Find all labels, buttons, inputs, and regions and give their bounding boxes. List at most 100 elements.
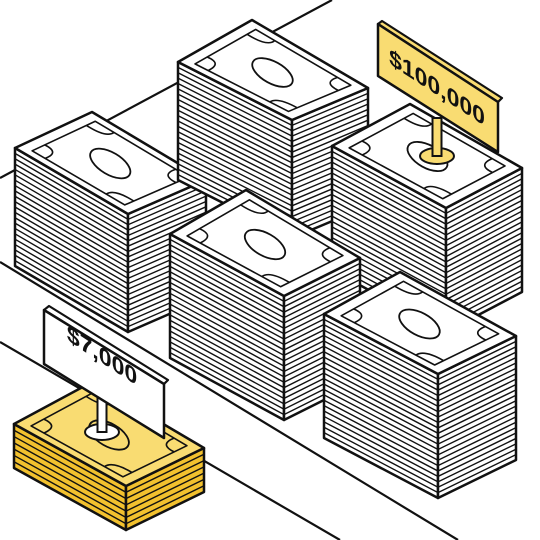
- bill-edge: [177, 82, 369, 143]
- bill-edge: [331, 199, 523, 263]
- bill-corner-ornament: [329, 76, 339, 92]
- bill-edge: [177, 77, 369, 137]
- bill-edge: [323, 351, 517, 413]
- cash-stacks: [12, 18, 524, 532]
- bill-edge: [14, 179, 207, 247]
- bill-center-oval: [251, 57, 294, 88]
- bill-edge: [13, 454, 205, 519]
- bill-edge: [14, 158, 207, 226]
- bill-edge: [323, 421, 517, 483]
- bill-corner-ornament: [269, 99, 298, 109]
- bill-edge: [177, 88, 369, 148]
- bill-edge: [13, 435, 205, 500]
- bill-edge: [323, 378, 517, 440]
- bill-inner-border: [348, 112, 506, 200]
- bill-corner-ornament: [483, 157, 493, 174]
- road-line-front-upper: [0, 261, 459, 540]
- bill-edge: [14, 168, 207, 237]
- bill-inner-border: [30, 390, 188, 478]
- stack-left: [13, 110, 208, 334]
- bill-edge: [323, 340, 517, 402]
- bill-inner-border: [186, 199, 344, 288]
- bill-edge: [169, 254, 361, 319]
- bill-center-oval: [398, 308, 441, 340]
- bill-edge: [14, 163, 207, 231]
- bill-corner-ornament: [240, 204, 269, 215]
- bill-edge: [169, 238, 361, 303]
- bill-edge: [169, 260, 361, 324]
- bill-corner-ornament: [206, 56, 216, 72]
- bill-edge: [323, 394, 517, 456]
- bill-corner-ornament: [43, 418, 53, 434]
- bill-edge: [331, 150, 523, 215]
- bill-edge: [331, 210, 523, 274]
- bill-edge: [331, 156, 523, 220]
- bill-edge: [331, 215, 523, 279]
- bill-edge: [14, 152, 207, 221]
- bill-corner-ornament: [321, 247, 331, 263]
- bill-edge: [323, 372, 517, 435]
- bill-edge: [331, 188, 523, 252]
- bill-corner-ornament: [105, 191, 135, 202]
- top-bill: [168, 188, 362, 298]
- bill-corner-ornament: [86, 124, 115, 135]
- bill-edge: [331, 220, 523, 285]
- bill-edge: [323, 383, 517, 445]
- bill-edge: [323, 361, 517, 424]
- bill-edge: [169, 265, 361, 330]
- bill-edge: [331, 226, 523, 290]
- bill-corner-ornament: [261, 273, 290, 284]
- sign-board-large: [376, 22, 500, 154]
- bill-corner-ornament: [167, 168, 177, 184]
- bill-corner-ornament: [361, 140, 371, 156]
- bill-edge: [323, 410, 517, 472]
- bill-edge: [331, 161, 523, 225]
- bill-corner-ornament: [44, 144, 54, 160]
- bill-center-oval: [243, 228, 287, 261]
- bill-edge: [323, 345, 517, 408]
- price-sign-small: $7,000: [42, 304, 170, 441]
- sign-post-pole: [431, 117, 443, 157]
- price-sign-large: $100,000: [376, 19, 504, 165]
- bill-corner-ornament: [423, 185, 452, 195]
- bill-edge: [323, 324, 517, 386]
- bill-corner-ornament: [246, 33, 276, 44]
- bill-edge: [323, 388, 517, 451]
- bill-corner-ornament: [199, 227, 209, 244]
- bill-edge: [331, 183, 523, 247]
- bill-edge: [13, 429, 205, 494]
- bill-edge: [331, 231, 523, 296]
- sign-board-small: [42, 308, 166, 440]
- bill-corner-ornament: [403, 117, 433, 127]
- bill-edge: [177, 66, 369, 127]
- top-bill: [176, 18, 370, 122]
- bill-edge: [331, 177, 523, 242]
- bill-edge: [323, 329, 517, 391]
- bill-inner-border: [340, 280, 500, 366]
- bill-edge: [323, 431, 517, 494]
- bill-edge: [331, 172, 523, 236]
- bill-corner-ornament: [104, 463, 133, 474]
- bill-edge: [323, 399, 517, 462]
- bill-edge: [323, 415, 517, 478]
- bill-edge: [323, 318, 517, 381]
- bill-edge: [177, 72, 369, 132]
- bill-inner-border: [194, 28, 352, 113]
- bill-center-oval: [88, 419, 130, 451]
- bill-edges: [13, 429, 205, 525]
- sign-post-small: [84, 397, 120, 441]
- bill-edge: [177, 93, 369, 153]
- bill-corner-ornament: [476, 325, 487, 341]
- bill-corner-ornament: [415, 352, 445, 362]
- bill-edge: [13, 448, 205, 512]
- bill-edge: [169, 249, 361, 313]
- bill-corner-ornament: [353, 308, 363, 324]
- bill-corner-ornament: [394, 285, 424, 295]
- bill-edge: [14, 174, 207, 242]
- bill-edge: [331, 204, 523, 269]
- bill-edge: [323, 426, 517, 489]
- bill-edge: [323, 405, 517, 467]
- bill-center-oval: [89, 147, 132, 180]
- stack-front-right: [322, 270, 518, 500]
